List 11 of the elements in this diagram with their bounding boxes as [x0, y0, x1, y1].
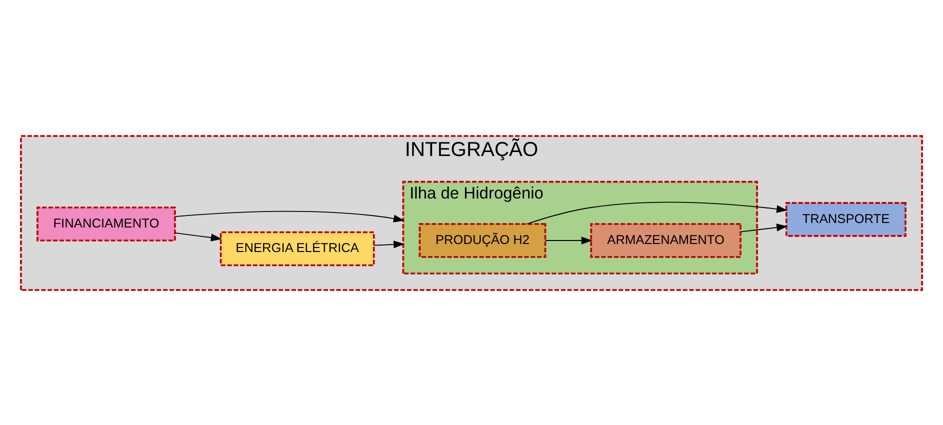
node-box: TRANSPORTE — [785, 202, 906, 236]
arrow — [544, 236, 592, 244]
arrow — [526, 201, 788, 224]
node-box: ARMAZENAMENTO — [590, 222, 742, 258]
node-box: PRODUÇÃO H2 — [418, 222, 546, 258]
node-box: ENERGIA ELÉTRICA — [220, 230, 375, 266]
arrow — [174, 210, 405, 222]
arrow — [174, 232, 222, 241]
arrow — [740, 223, 788, 232]
arrow — [373, 240, 405, 248]
node-box: FINANCIAMENTO — [36, 206, 176, 241]
